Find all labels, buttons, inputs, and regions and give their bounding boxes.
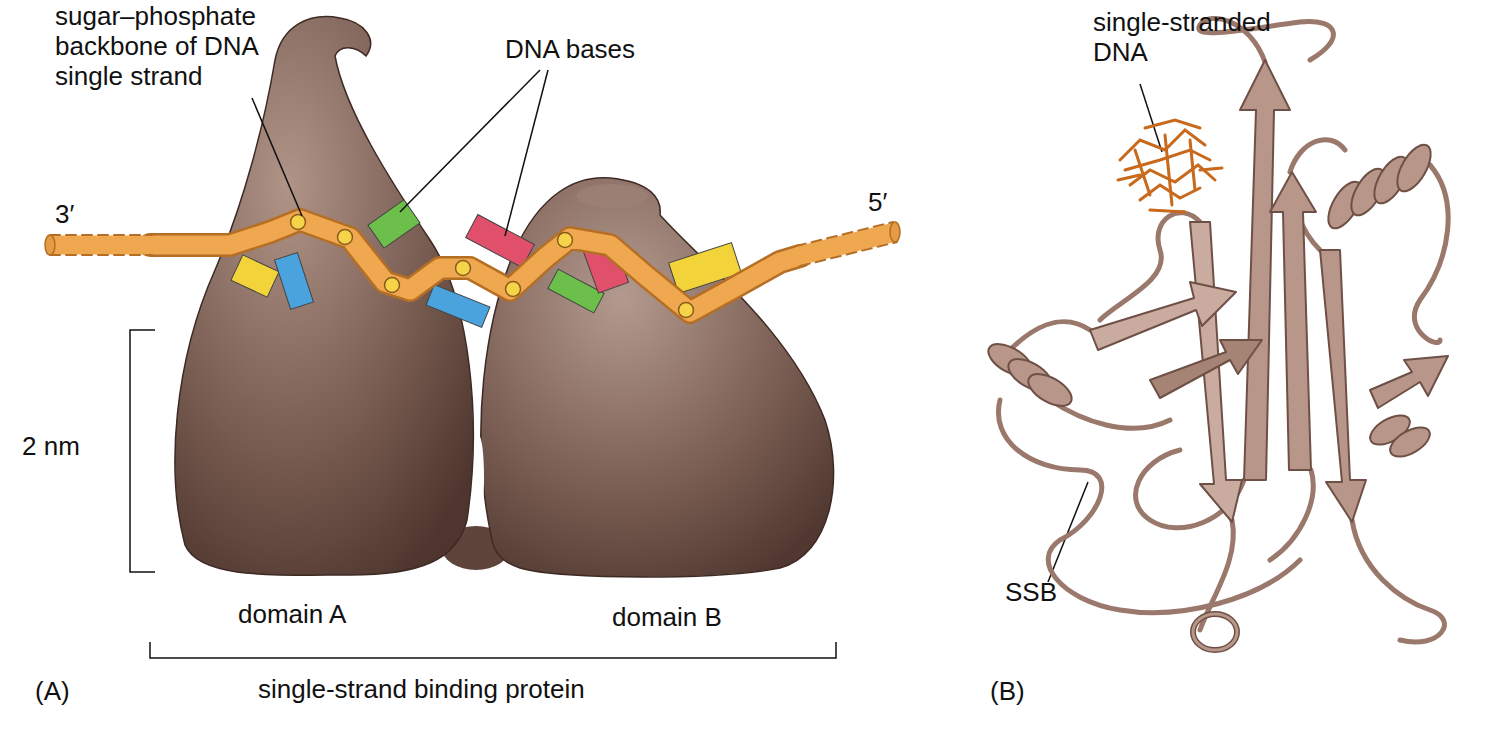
phosphate-groups [291, 215, 694, 318]
brackets [130, 330, 836, 658]
leader-lines [252, 70, 1162, 582]
end-label: 5′ [868, 188, 887, 218]
end-label: 3′ [55, 200, 74, 230]
ssdna-label: single-stranded DNA [1093, 8, 1303, 68]
domain-label: domain B [612, 603, 722, 633]
dimension-label: 2 nm [22, 432, 80, 462]
ssdna-sticks [1118, 120, 1222, 212]
ribbon-structure [983, 18, 1448, 650]
dna-backbone [45, 220, 900, 312]
protein-label: single-strand binding protein [258, 675, 585, 705]
bases-label: DNA bases [505, 35, 635, 65]
panel-label: (B) [990, 677, 1025, 707]
ssb-label: SSB [1005, 578, 1057, 608]
domain-label: domain A [238, 600, 346, 630]
backbone-label: sugar–phosphate backbone of DNA single s… [55, 2, 270, 92]
panel-label: (A) [35, 677, 70, 707]
